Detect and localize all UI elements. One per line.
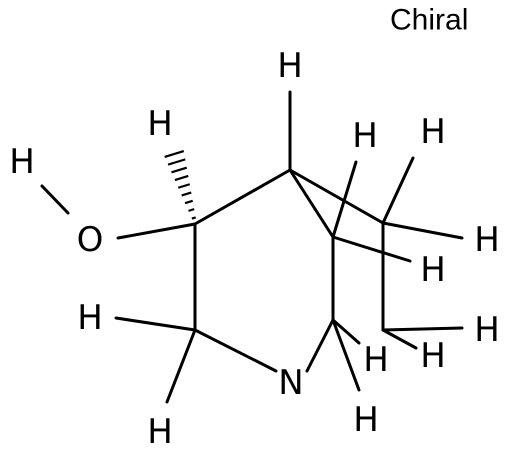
bond-c2-h-left: [114, 316, 197, 332]
bond-c2-n: [193, 328, 278, 373]
atom-h-c2-left: H: [77, 298, 103, 338]
chiral-label: Chiral: [390, 4, 468, 37]
bond-c5-h-upper: [381, 156, 415, 225]
atom-h-c8: H: [353, 400, 379, 440]
bond-c3-c4: [193, 168, 292, 226]
bond-c8-h-upper: [331, 318, 361, 345]
hash-line: [164, 150, 185, 158]
bond-c7-h-upper: [331, 160, 358, 239]
atom-h-c7-right: H: [420, 250, 446, 290]
hash-line: [174, 174, 189, 182]
atom-h-c4: H: [277, 46, 303, 86]
bond-c6-h-right: [381, 326, 464, 332]
bond-c6-h-lower: [381, 328, 418, 350]
hash-line: [167, 158, 186, 166]
bond-c4-c5: [288, 168, 385, 225]
bond-c5-h-right: [381, 221, 464, 240]
atom-o: O: [77, 220, 104, 260]
atom-h-c5-right: H: [474, 220, 500, 260]
bond-c8-n: [305, 318, 335, 373]
bond-lines: [40, 90, 464, 404]
bond-c4-c7: [288, 168, 335, 239]
atom-h-c8-upper: H: [363, 340, 389, 380]
hash-line: [181, 191, 192, 197]
atom-h-c6-lower: H: [420, 336, 446, 376]
atom-h-hydroxyl: H: [9, 142, 35, 182]
atom-h-c6-right: H: [474, 310, 500, 350]
hash-line: [188, 208, 195, 212]
atom-h-c5-upper: H: [420, 112, 446, 152]
atom-labels: H O N H H H H H H H H H H H H: [9, 46, 500, 452]
hashed-wedge-bond: [164, 150, 197, 220]
atom-n: N: [278, 363, 303, 403]
atom-h-c7-upper: H: [352, 116, 378, 156]
bond-c2-h-bottom: [165, 328, 197, 404]
bond-c8-h: [331, 318, 361, 392]
atom-h-c2-bottom: H: [147, 412, 173, 452]
bond-oh: [40, 184, 70, 215]
hash-line: [191, 216, 197, 220]
bond-o-c3: [116, 222, 197, 240]
hash-line: [184, 199, 194, 205]
hash-line: [171, 166, 188, 174]
atom-h-c3: H: [147, 104, 173, 144]
hash-line: [177, 183, 191, 189]
bond-c7-h-right: [331, 235, 412, 263]
